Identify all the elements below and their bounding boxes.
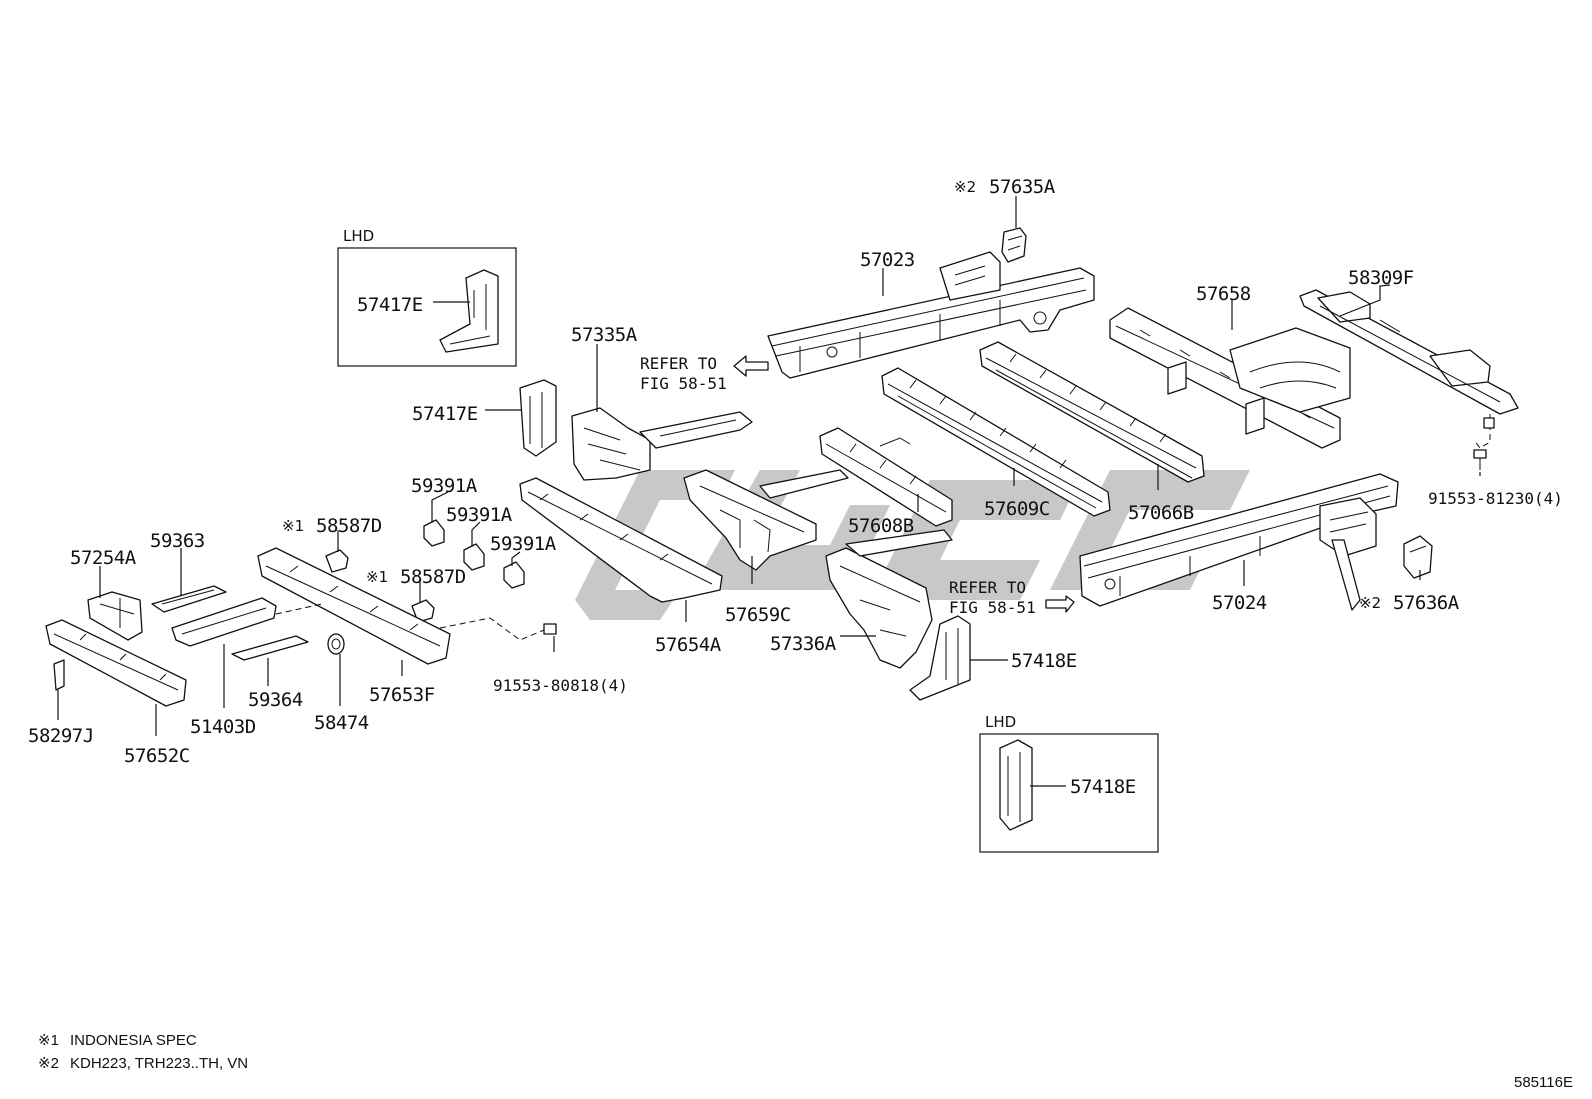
part-51403D-drawing: [171, 597, 277, 647]
label-57254A[interactable]: 57254A: [70, 547, 137, 569]
label-57653F[interactable]: 57653F: [369, 684, 435, 706]
part-57023-drawing: [767, 251, 1095, 379]
label-59391A-2[interactable]: 59391A: [446, 504, 513, 526]
part-57635A-drawing: [1001, 227, 1027, 263]
part-57654A-drawing: [519, 477, 723, 603]
lhd-box-57417E: [337, 247, 517, 367]
label-58587D-2[interactable]: 58587D: [400, 566, 466, 588]
label-59364[interactable]: 59364: [248, 689, 303, 711]
label-57023[interactable]: 57023: [860, 249, 915, 271]
footnote-2-text: KDH223, TRH223..TH, VN: [70, 1055, 248, 1072]
footnote-2-mark: ※2: [38, 1055, 59, 1072]
label-57418E-lhd[interactable]: 57418E: [1070, 776, 1136, 798]
label-58474[interactable]: 58474: [314, 712, 369, 734]
footnotes: ※1 INDONESIA SPEC ※2 KDH223, TRH223..TH,…: [38, 1032, 248, 1072]
label-57635A[interactable]: 57635A: [989, 176, 1056, 198]
label-57066B[interactable]: 57066B: [1128, 502, 1194, 524]
label-58309F[interactable]: 58309F: [1348, 267, 1414, 289]
label-57417E-lhd[interactable]: 57417E: [357, 294, 423, 316]
part-59391A-drawings: [423, 519, 525, 589]
mark-57636A: ※2: [1359, 594, 1381, 612]
label-57608B[interactable]: 57608B: [848, 515, 914, 537]
label-57636A[interactable]: 57636A: [1393, 592, 1460, 614]
mark-58587D-2: ※1: [366, 568, 388, 586]
label-57609C[interactable]: 57609C: [984, 498, 1050, 520]
part-58309F-drawing: [1299, 289, 1519, 449]
part-57254A-drawing: [87, 591, 143, 641]
mark-58587D-1: ※1: [282, 517, 304, 535]
part-57608B-drawing: [819, 427, 953, 527]
figure-code: 585116E: [1514, 1074, 1573, 1091]
part-57417E-drawing: [519, 379, 557, 457]
footnote-1-mark: ※1: [38, 1032, 59, 1049]
lhd-label-2: LHD: [985, 713, 1016, 731]
label-57659C[interactable]: 57659C: [725, 604, 791, 626]
mark-57635A: ※2: [954, 178, 976, 196]
lhd-box-57418E: [979, 733, 1159, 853]
label-57654A[interactable]: 57654A: [655, 634, 722, 656]
label-59363[interactable]: 59363: [150, 530, 205, 552]
label-57336A[interactable]: 57336A: [770, 633, 837, 655]
refer-text-2[interactable]: REFER TO FIG 58-51: [949, 578, 1036, 617]
label-57418E[interactable]: 57418E: [1011, 650, 1077, 672]
label-51403D[interactable]: 51403D: [190, 716, 256, 738]
part-57418E-lhd-drawing: [999, 739, 1033, 831]
part-57336A-drawing: [825, 529, 953, 669]
refer-1-line2: FIG 58-51: [640, 374, 727, 393]
label-57417E[interactable]: 57417E: [412, 403, 478, 425]
refer-2-line2: FIG 58-51: [949, 598, 1036, 617]
label-59391A-1[interactable]: 59391A: [411, 475, 478, 497]
label-57024[interactable]: 57024: [1212, 592, 1267, 614]
part-57658-drawing: [1109, 307, 1351, 449]
part-58474-drawing: [327, 633, 345, 655]
part-57652C-drawing: [45, 619, 187, 707]
part-57066B-drawing: [979, 341, 1205, 483]
label-57658[interactable]: 57658: [1196, 283, 1251, 305]
refer-1-line1: REFER TO: [640, 354, 717, 373]
part-57636A-drawing: [1403, 535, 1433, 579]
part-57417E-lhd-drawing: [439, 269, 499, 353]
label-91553-80818[interactable]: 91553-80818(4): [493, 676, 628, 695]
refer-arrow-2: [1045, 595, 1075, 613]
part-57335A-drawing: [571, 407, 753, 481]
part-59363-drawing: [151, 585, 227, 613]
refer-text-1[interactable]: REFER TO FIG 58-51: [640, 354, 727, 393]
label-58587D-1[interactable]: 58587D: [316, 515, 382, 537]
part-58297J-drawing: [53, 659, 65, 691]
part-57659C-drawing: [683, 469, 849, 571]
label-59391A-3[interactable]: 59391A: [490, 533, 557, 555]
label-91553-81230[interactable]: 91553-81230(4): [1428, 489, 1563, 508]
part-57609C-drawing: [881, 367, 1111, 517]
part-labels: ※2 57635A 57023 58309F 57658 LHD 57417E …: [28, 176, 1563, 798]
label-58297J[interactable]: 58297J: [28, 725, 94, 747]
part-57024-drawing: [1079, 473, 1399, 611]
part-57418E-drawing: [909, 615, 971, 701]
label-57335A[interactable]: 57335A: [571, 324, 638, 346]
leader-lines: [57, 196, 1481, 787]
refer-arrow-1: [733, 355, 769, 377]
label-57652C[interactable]: 57652C: [124, 745, 190, 767]
part-91553-80818-drawing: [543, 623, 557, 635]
lhd-label-1: LHD: [343, 227, 374, 245]
part-59364-drawing: [231, 635, 309, 661]
part-91553-81230-drawing: [1473, 449, 1487, 470]
refer-2-line1: REFER TO: [949, 578, 1026, 597]
footnote-1-text: INDONESIA SPEC: [70, 1032, 197, 1049]
part-57653F-drawing: [257, 547, 451, 665]
